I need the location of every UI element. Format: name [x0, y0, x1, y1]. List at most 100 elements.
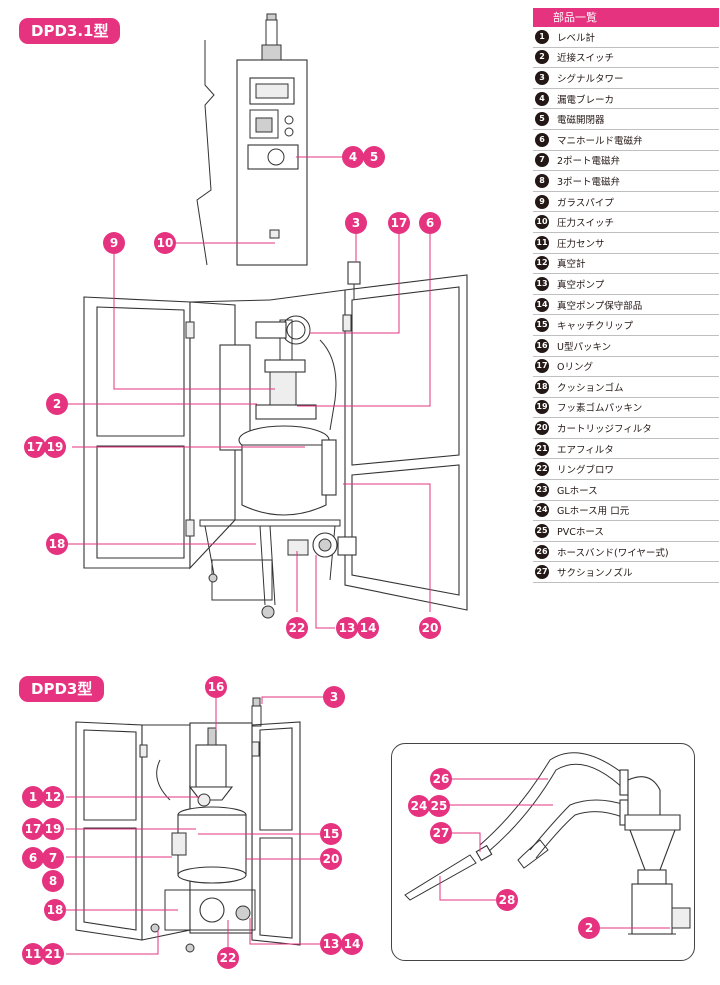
callout-13: 13 — [336, 617, 358, 639]
part-name: GLホース用 口元 — [557, 506, 630, 518]
section-title-dpd31: DPD3.1型 — [19, 18, 121, 44]
part-number-badge: 9 — [535, 194, 549, 209]
part-name: クッションゴム — [557, 382, 624, 394]
part-number-badge: 10 — [535, 215, 549, 230]
callout-27: 27 — [430, 822, 452, 844]
part-number-badge: 27 — [535, 565, 549, 580]
callout-16: 16 — [205, 676, 227, 698]
part-number-badge: 26 — [535, 544, 549, 559]
part-name: マニホールド電磁弁 — [557, 135, 643, 147]
callout-5: 5 — [363, 146, 385, 168]
callout-14: 14 — [357, 617, 379, 639]
part-number-badge: 5 — [535, 112, 549, 127]
callout-17: 17 — [22, 818, 44, 840]
parts-list-row: 5 電磁開閉器 — [533, 109, 719, 130]
section-title-dpd3: DPD3型 — [19, 676, 105, 702]
part-number-badge: 23 — [535, 482, 549, 497]
hose-inset-panel — [391, 743, 695, 961]
parts-list-row: 12 真空計 — [533, 254, 719, 275]
callout-17: 17 — [388, 212, 410, 234]
parts-list-row: 11 圧力センサ — [533, 233, 719, 254]
callout-15: 15 — [320, 823, 342, 845]
parts-list-row: 17 Oリング — [533, 357, 719, 378]
part-name: 電磁開閉器 — [557, 115, 605, 127]
part-name: レベル計 — [557, 32, 596, 44]
callout-12: 12 — [42, 786, 64, 808]
callout-22: 22 — [217, 947, 239, 969]
callout-17: 17 — [24, 436, 46, 458]
callout-11: 11 — [22, 943, 44, 965]
part-name: サクションノズル — [557, 568, 633, 580]
callout-24: 24 — [408, 795, 430, 817]
part-name: PVCホース — [557, 527, 604, 539]
part-number-badge: 15 — [535, 318, 549, 333]
part-name: GLホース — [557, 485, 598, 497]
parts-list-header: 部品一覧 — [533, 8, 719, 27]
part-number-badge: 19 — [535, 400, 549, 415]
part-name: ホースバンド(ワイヤー式) — [557, 547, 669, 559]
callout-26: 26 — [430, 768, 452, 790]
callout-13: 13 — [320, 933, 342, 955]
part-name: シグナルタワー — [557, 73, 624, 85]
parts-list-row: 10 圧力スイッチ — [533, 212, 719, 233]
part-name: Oリング — [557, 362, 593, 374]
callout-22: 22 — [286, 617, 308, 639]
callout-2: 2 — [578, 917, 600, 939]
callout-4: 4 — [342, 146, 364, 168]
parts-list-row: 26 ホースバンド(ワイヤー式) — [533, 542, 719, 563]
callout-1: 1 — [22, 786, 44, 808]
callout-8: 8 — [42, 870, 64, 892]
part-number-badge: 17 — [535, 359, 549, 374]
part-number-badge: 8 — [535, 173, 549, 188]
callout-18: 18 — [46, 533, 68, 555]
callout-14: 14 — [341, 933, 363, 955]
part-number-badge: 21 — [535, 441, 549, 456]
part-number-badge: 13 — [535, 276, 549, 291]
part-name: カートリッジフィルタ — [557, 424, 652, 436]
part-name: 近接スイッチ — [557, 53, 615, 65]
parts-list-row: 23 GLホース — [533, 480, 719, 501]
part-name: 圧力センサ — [557, 238, 605, 250]
part-name: 2ポート電磁弁 — [557, 156, 621, 168]
part-number-badge: 1 — [535, 29, 549, 44]
callout-18: 18 — [44, 899, 66, 921]
part-number-badge: 7 — [535, 153, 549, 168]
callout-20: 20 — [419, 617, 441, 639]
part-number-badge: 24 — [535, 503, 549, 518]
part-number-badge: 20 — [535, 421, 549, 436]
callout-10: 10 — [154, 232, 176, 254]
callout-9: 9 — [103, 232, 125, 254]
parts-list-row: 24 GLホース用 口元 — [533, 501, 719, 522]
part-number-badge: 22 — [535, 462, 549, 477]
part-name: 圧力スイッチ — [557, 218, 615, 230]
part-number-badge: 11 — [535, 235, 549, 250]
part-number-badge: 14 — [535, 297, 549, 312]
parts-list-row: 27 サクションノズル — [533, 562, 719, 584]
parts-list-row: 7 2ポート電磁弁 — [533, 151, 719, 172]
parts-list-row: 3 シグナルタワー — [533, 68, 719, 89]
callout-21: 21 — [42, 943, 64, 965]
part-number-badge: 3 — [535, 70, 549, 85]
part-name: 真空ポンプ保守部品 — [557, 300, 643, 312]
parts-list-row: 20 カートリッジフィルタ — [533, 418, 719, 439]
parts-list-row: 14 真空ポンプ保守部品 — [533, 295, 719, 316]
part-name: ガラスパイプ — [557, 197, 614, 209]
callout-3: 3 — [345, 212, 367, 234]
part-name: フッ素ゴムパッキン — [557, 403, 643, 415]
callout-19: 19 — [42, 818, 64, 840]
part-number-badge: 12 — [535, 256, 549, 271]
part-name: 真空計 — [557, 259, 586, 271]
parts-list-row: 9 ガラスパイプ — [533, 192, 719, 213]
